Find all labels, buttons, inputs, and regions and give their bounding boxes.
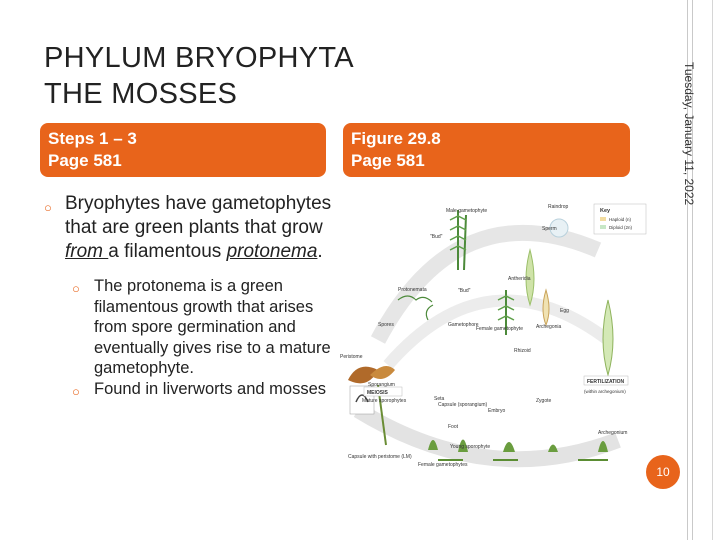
figure-label-rhizoid: Rhizoid <box>514 348 531 354</box>
middle-cycle-arc <box>383 294 612 369</box>
bullet-text: a filamentous <box>108 241 227 262</box>
figure-label-zygote: Zygote <box>536 398 552 404</box>
date-label: Tuesday, January 11, 2022 <box>664 62 696 242</box>
sub-bullet-text: The protonema is a green filamentous gro… <box>94 277 331 377</box>
title-line: PHYLUM BRYOPHYTA <box>44 42 354 74</box>
header-line: Steps 1 – 3 <box>48 129 137 148</box>
steps-header: Steps 1 – 3 Page 581 <box>40 123 326 177</box>
sub-bullet-marker-icon: ○ <box>72 383 80 399</box>
decorative-rule <box>687 0 688 540</box>
decorative-rule <box>712 0 713 540</box>
figure-label-young-sporophyte: Young sporophyte <box>450 444 490 450</box>
fertilization-badge: FERTILIZATION (within archegonium) <box>583 375 629 394</box>
haploid-swatch <box>600 217 606 221</box>
fertilization-label: FERTILIZATION <box>587 379 625 385</box>
figure-label-bud1: "Bud" <box>430 234 443 240</box>
antheridium-drawing <box>525 218 569 307</box>
female-gametophyte-drawing <box>497 288 614 377</box>
figure-label-male-gametophyte: Male gametophyte <box>446 208 487 214</box>
figure-label-seta: Seta <box>434 396 445 402</box>
figure-label-sperm: Sperm <box>542 226 557 232</box>
figure-label-sporangium: Sporangium <box>368 382 395 388</box>
diploid-label: Diploid (2n) <box>609 225 633 230</box>
date-text: Tuesday, January 11, 2022 <box>682 62 696 206</box>
moss-life-cycle-figure: Key Haploid (n) Diploid (2n) <box>338 190 648 485</box>
figure-label-capsule-peristome-lm: Capsule with peristome (LM) <box>348 454 412 460</box>
sub-bullet-item: ○ Found in liverworts and mosses <box>44 379 344 400</box>
meiosis-label: MEIOSIS <box>367 390 389 396</box>
figure-label-peristome: Peristome <box>340 354 363 360</box>
decorative-rule <box>692 0 693 540</box>
figure-label-foot: Foot <box>448 424 459 430</box>
figure-label-mature-sporophytes: Mature sporophytes <box>362 398 407 404</box>
figure-label-archegonium: Archegonium <box>598 430 627 436</box>
key-box: Key Haploid (n) Diploid (2n) <box>593 203 647 235</box>
figure-label-protonemata: Protonemata <box>398 287 427 293</box>
sporophyte-row-drawing <box>428 439 608 461</box>
bullet-marker-icon: ○ <box>44 200 52 215</box>
sub-bullet-item: ○ The protonema is a green filamentous g… <box>44 276 344 379</box>
figure-label-bud2: "Bud" <box>458 288 471 294</box>
bullet-item: ○ Bryophytes have gametophytes that are … <box>44 192 344 264</box>
figure-label-embryo: Embryo <box>488 408 505 414</box>
key-title: Key <box>600 208 611 214</box>
figure-label-female-gametophytes: Female gametophytes <box>418 462 468 468</box>
figure-label-egg: Egg <box>560 308 569 314</box>
figure-label-archegonia: Archegonia <box>536 324 562 330</box>
bullet-list: ○ Bryophytes have gametophytes that are … <box>44 192 344 399</box>
sub-bullet-text: Found in liverworts and mosses <box>94 379 327 398</box>
upper-cycle-arc <box>370 224 602 344</box>
meiosis-badge: MEIOSIS <box>363 386 403 397</box>
diploid-swatch <box>600 225 606 229</box>
header-line: Figure 29.8 <box>351 129 441 148</box>
emphasis-protonema: protonema <box>226 241 318 262</box>
lower-cycle-arc <box>353 403 621 468</box>
figure-label-spores: Spores <box>378 322 394 328</box>
figure-label-female-gametophyte: Female gametophyte <box>476 326 523 332</box>
sub-bullet-marker-icon: ○ <box>72 281 80 296</box>
male-gametophyte-drawing <box>449 210 467 271</box>
bullet-text: . <box>317 241 323 262</box>
figure-label-antheridia: Antheridia <box>508 276 531 282</box>
page-number: 10 <box>656 465 670 479</box>
figure-label-raindrop: Raindrop <box>548 204 569 210</box>
header-line: Page 581 <box>351 151 425 170</box>
figure-label-gametophore: Gametophore <box>448 322 479 328</box>
figure-label-capsule: Capsule (sporangium) <box>438 402 488 408</box>
title-line: THE MOSSES <box>44 78 238 110</box>
protonema-drawing <box>397 295 434 321</box>
page-number-badge: 10 <box>646 455 680 489</box>
figure-header: Figure 29.8 Page 581 <box>343 123 630 177</box>
header-line: Page 581 <box>48 151 122 170</box>
within-archegonium-label: (within archegonium) <box>584 389 626 394</box>
emphasis-from: from <box>65 241 109 262</box>
haploid-label: Haploid (n) <box>609 217 632 222</box>
bullet-text: Bryophytes have gametophytes that are gr… <box>65 193 332 238</box>
slide-title: PHYLUM BRYOPHYTA THE MOSSES <box>44 40 644 112</box>
